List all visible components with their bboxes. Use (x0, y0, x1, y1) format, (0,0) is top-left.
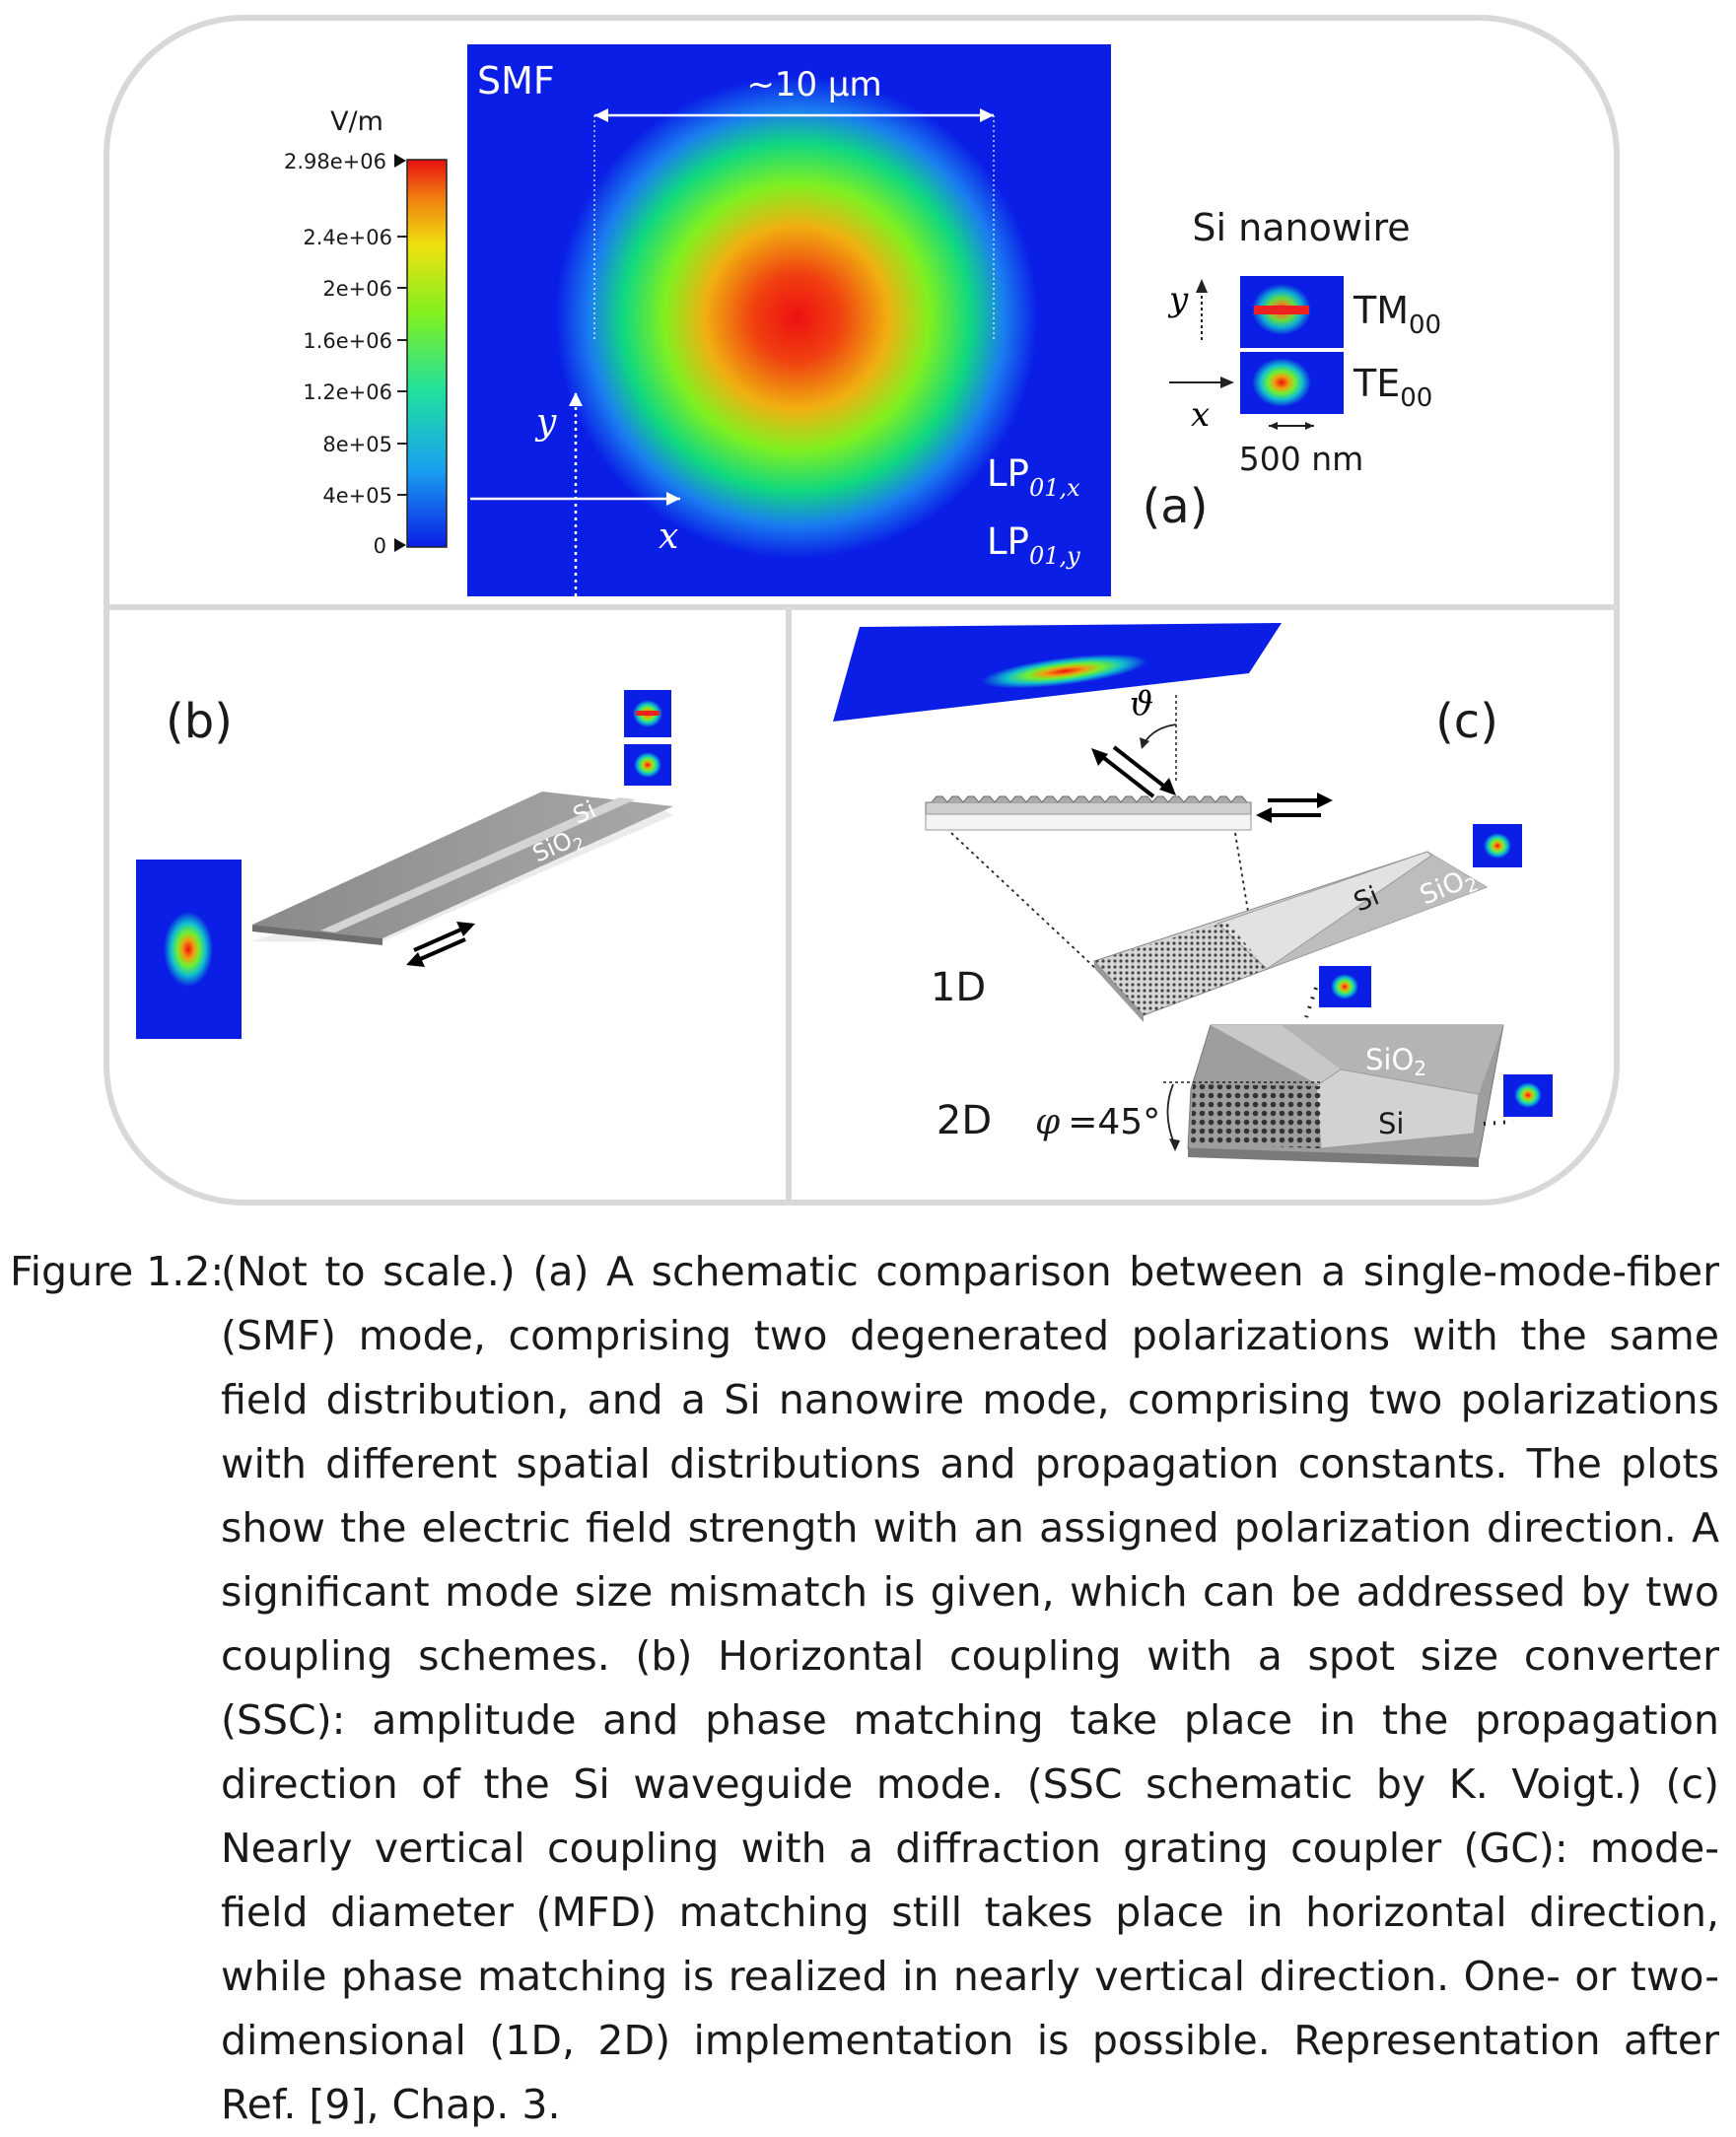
caption-text: (Not to scale.) (a) A schematic comparis… (221, 1248, 1719, 2128)
panel-c-label: (c) (1435, 694, 1498, 749)
nanowire-y-label: y (1167, 280, 1189, 319)
nanowire-x-label: x (1191, 395, 1210, 435)
colorbar-tick-label: 8e+05 (322, 433, 392, 456)
label-1d: 1D (931, 965, 986, 1010)
colorbar-tick-label: 2.4e+06 (303, 226, 392, 249)
colorbar-tick-label: 2e+06 (322, 277, 392, 301)
fiber-mode-spot (164, 912, 213, 987)
te00-label: TE00 (1353, 362, 1432, 413)
x-axis-arrow-icon (666, 492, 680, 506)
y-axis-arrow-icon (569, 392, 583, 406)
min-marker-icon (394, 538, 406, 552)
label-2d: 2D (937, 1098, 992, 1143)
colorbar-tick-label: 2.98e+06 (284, 150, 386, 173)
gc1d-output-mode-plot (1473, 824, 1522, 867)
gc2d-substrate-side (1188, 1148, 1479, 1167)
max-marker-icon (394, 154, 406, 168)
colorbar-tick-label: 1.2e+06 (303, 380, 392, 404)
smf-label: SMF (477, 59, 555, 103)
tilted-bidirectional-arrow-icon (1091, 745, 1176, 798)
gc2d-top-mode-plot (1319, 966, 1371, 1007)
panel-b: (b) Si SiO2 (136, 690, 673, 1039)
output-te-mode-plot (624, 744, 671, 786)
tm00-mode-plot (1240, 276, 1344, 352)
panel-a: V/m 2.98e+06 2.4e+06 2e+06 1.6e+06 1.2e+… (284, 44, 1441, 596)
horizontal-bidirectional-arrow-icon (1256, 793, 1333, 823)
output-tm-mode-plot (624, 690, 671, 737)
figure-frame (104, 15, 1620, 1206)
smf-mode-spot (555, 76, 1038, 559)
gc2d-sio2-region (1282, 1025, 1503, 1094)
panel-a-label: (a) (1143, 479, 1209, 534)
gc1d-grating-area (1094, 922, 1267, 1015)
panel-c: (c) ϑ 1D (833, 623, 1553, 1167)
nanowire-width-label: 500 nm (1239, 440, 1364, 478)
ssc-slab-side (252, 925, 382, 945)
gc2d-side-mode-plot (1503, 1074, 1553, 1117)
tm00-label: TM00 (1353, 289, 1441, 340)
gc1d-substrate-side (1094, 961, 1144, 1022)
colorbar (406, 159, 448, 548)
gc2d-si-label: Si (1378, 1107, 1404, 1140)
axis-x-label: x (659, 517, 678, 557)
panel-b-label: (b) (166, 694, 233, 749)
gc2d-grating-area (1191, 1084, 1321, 1148)
figure-1-2: V/m 2.98e+06 2.4e+06 2e+06 1.6e+06 1.2e+… (104, 15, 1620, 1206)
te00-mode-plot (1240, 352, 1344, 414)
gc2d-si-taper-top (1211, 1025, 1341, 1086)
gc2d-sio2-label: SiO2 (1365, 1043, 1426, 1080)
ssc-si-taper (320, 797, 636, 932)
bidirectional-arrow-icon (406, 922, 475, 967)
nanowire-title: Si nanowire (1192, 206, 1410, 249)
colorbar-tick-label: 4e+05 (322, 484, 392, 508)
mode-label-y: LP01,y (987, 520, 1080, 570)
phi-label: φ=45° (1035, 1102, 1160, 1142)
colorbar-ticks: 2.98e+06 2.4e+06 2e+06 1.6e+06 1.2e+06 8… (284, 150, 407, 558)
colorbar-tick-label: 1.6e+06 (303, 329, 392, 353)
colorbar-tick-label: 0 (374, 534, 386, 558)
theta-label: ϑ (1130, 684, 1153, 724)
colorbar-unit: V/m (330, 106, 383, 137)
mode-label-x: LP01,x (987, 452, 1080, 502)
caption-prefix: Figure 1.2: (10, 1248, 225, 1295)
fiber-mode-plane-spot (981, 654, 1148, 689)
axis-y-label: y (534, 402, 557, 443)
ssc-slab-top (252, 792, 673, 938)
grating-side-view (925, 795, 1252, 831)
smf-width-label: ~10 µm (746, 65, 881, 104)
